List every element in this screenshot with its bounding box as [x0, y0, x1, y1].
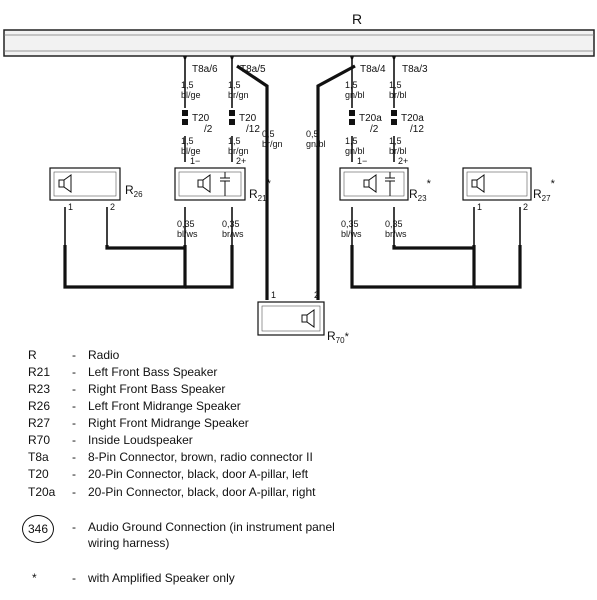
- conn-t8a-5: T8a/5: [240, 64, 266, 75]
- conn-t8a-6: T8a/6: [192, 64, 218, 75]
- legend-code: R: [28, 348, 37, 362]
- amplifier-icon: [220, 172, 230, 196]
- legend-desc: Inside Loudspeaker: [88, 433, 193, 447]
- legend-desc: Left Front Bass Speaker: [88, 365, 218, 379]
- legend-dash: -: [72, 485, 76, 499]
- legend-desc: 8-Pin Connector, brown, radio connector …: [88, 450, 313, 464]
- bus-pin-arrows: [183, 56, 396, 62]
- asterisk-symbol: *: [32, 571, 37, 585]
- pin-label: 1: [477, 202, 482, 212]
- legend-dash: -: [72, 416, 76, 430]
- legend-dash: -: [72, 365, 76, 379]
- legend-desc: wiring harness): [88, 536, 170, 550]
- pin-label: 2+: [236, 156, 246, 166]
- legend-desc: Right Front Bass Speaker: [88, 382, 226, 396]
- legend-dash: -: [72, 467, 76, 481]
- component-label: R23*: [409, 178, 432, 203]
- component-r27: 1 2 R27*: [462, 167, 556, 212]
- legend-code: R27: [28, 416, 51, 430]
- amplifier-icon: [385, 172, 395, 196]
- bus-label: R: [352, 11, 362, 27]
- conn-t20-12: T20/12: [239, 113, 260, 135]
- legend-dash: -: [72, 433, 76, 447]
- pin-label: 1−: [357, 156, 367, 166]
- legend-desc: Radio: [88, 348, 120, 362]
- radio-bus: [3, 29, 595, 57]
- legend-code: R26: [28, 399, 51, 413]
- pin-label: 1−: [190, 156, 200, 166]
- legend-dash: -: [72, 348, 76, 362]
- legend-desc: Left Front Midrange Speaker: [88, 399, 241, 413]
- legend-desc: 20-Pin Connector, black, door A-pillar, …: [88, 485, 316, 499]
- wiring-diagram: R T8a/6 T8a/5 T8a/4 T8a/3: [3, 11, 595, 345]
- conn-t20a-12: T20a/12: [401, 113, 424, 135]
- legend-dash: -: [72, 520, 76, 534]
- pin-label: 2: [523, 202, 528, 212]
- legend-desc: 20-Pin Connector, black, door A-pillar, …: [88, 467, 309, 481]
- component-label: R21*: [249, 178, 272, 203]
- pin-label: 2: [314, 290, 319, 300]
- legend-code: T20: [28, 467, 49, 481]
- pin-label: 2: [110, 202, 115, 212]
- speaker-icon: [471, 174, 485, 193]
- pin-label: 2+: [398, 156, 408, 166]
- legend-code: R70: [28, 433, 51, 447]
- speaker-icon: [58, 174, 72, 193]
- speaker-icon: [197, 174, 211, 193]
- wires-thin: [64, 60, 521, 245]
- legend-desc: Audio Ground Connection (in instrument p…: [88, 520, 335, 534]
- legend-code: R23: [28, 382, 51, 396]
- component-r21: 1− 2+ R21*: [174, 156, 272, 203]
- component-label: R27*: [533, 178, 556, 203]
- conn-t8a-4: T8a/4: [360, 64, 386, 75]
- legend-dash: -: [72, 450, 76, 464]
- conn-t8a-3: T8a/3: [402, 64, 428, 75]
- legend-dash: -: [72, 399, 76, 413]
- conn-t20-2: T20/2: [192, 113, 213, 135]
- component-label: R26: [125, 183, 143, 199]
- legend-code: T8a: [28, 450, 49, 464]
- legend-dash: -: [72, 571, 76, 585]
- legend-code: R21: [28, 365, 51, 379]
- legend-desc: with Amplified Speaker only: [88, 571, 235, 585]
- component-label: R70*: [327, 329, 350, 345]
- pin-label: 1: [271, 290, 276, 300]
- ground-symbol-icon: 346: [22, 515, 54, 543]
- component-r26: 1 2 R26: [49, 167, 143, 212]
- wires-thick: [63, 64, 522, 300]
- speaker-icon: [301, 309, 315, 328]
- t20-plugs: [182, 110, 397, 125]
- pin-label: 1: [68, 202, 73, 212]
- legend-code: T20a: [28, 485, 56, 499]
- conn-t20a-2: T20a/2: [359, 113, 382, 135]
- speaker-icon: [363, 174, 377, 193]
- legend-desc: Right Front Midrange Speaker: [88, 416, 249, 430]
- component-r23: 1− 2+ R23*: [339, 156, 432, 203]
- legend-dash: -: [72, 382, 76, 396]
- component-r70: 1 2 R70*: [257, 290, 350, 345]
